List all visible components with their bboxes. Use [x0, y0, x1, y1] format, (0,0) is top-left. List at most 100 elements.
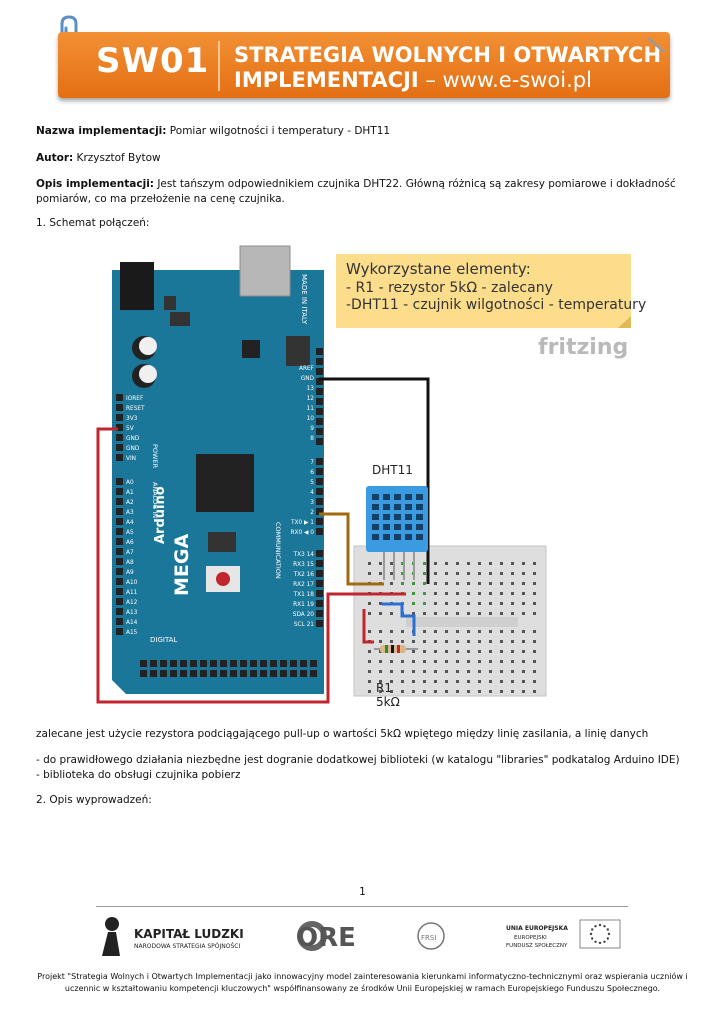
usb-connector	[239, 245, 291, 297]
header-banner: SW01 STRATEGIA WOLNYCH I OTWARTYCH IMPLE…	[58, 32, 670, 100]
note-line-1: - R1 - rezystor 5kΩ - zalecany	[346, 280, 553, 296]
power-pin-label: VIN	[126, 456, 136, 462]
section-heading-2: 2. Opis wyprowadzeń:	[36, 794, 152, 806]
pwm-pin-label: 7	[310, 460, 314, 466]
comm-pin-label: RX3 15	[293, 562, 314, 568]
board-model: MEGA	[171, 534, 193, 596]
footnote: Projekt "Strategia Wolnych i Otwartych I…	[37, 972, 688, 993]
banner-title-line2: IMPLEMENTACJI – www.e-swoi.pl	[234, 68, 592, 92]
analog-pin-label: A12	[126, 600, 138, 606]
analog-pin-label: A14	[126, 620, 138, 626]
pwm-pin-label: 6	[310, 470, 314, 476]
pwm-pin-label: RX0 ◀ 0	[290, 530, 314, 536]
pwm-pin-label: 2	[310, 510, 314, 516]
implementation-name: Nazwa implementacji: Pomiar wilgotności …	[36, 125, 391, 137]
pwm-pin-label: TX0 ▶ 1	[290, 520, 314, 526]
power-label: POWER	[151, 444, 159, 469]
analog-pin-label: A5	[126, 530, 134, 536]
frsi-logo: FRSI	[417, 922, 445, 950]
comm-pin-label: SDA 20	[293, 612, 315, 618]
made-in-label: MADE IN ITALY	[300, 274, 308, 325]
digital-pin-label: 11	[307, 406, 315, 412]
author: Autor: Krzysztof Bytow	[36, 152, 161, 164]
implementation-description: Opis implementacji: Jest tańszym odpowie…	[36, 178, 676, 205]
r1-value: 5kΩ	[376, 695, 400, 709]
svg-text:FUNDUSZ SPOŁECZNY: FUNDUSZ SPOŁECZNY	[506, 943, 568, 949]
pwm-pin-label: 5	[310, 480, 314, 486]
digital-pin-label: GND	[301, 376, 315, 382]
power-pin-label: GND	[126, 446, 140, 452]
svg-text:KAPITAŁ LUDZKI: KAPITAŁ LUDZKI	[134, 927, 244, 941]
analog-pin-label: A15	[126, 630, 138, 636]
wire-red-short	[362, 609, 374, 644]
analog-pin-label: A3	[126, 510, 134, 516]
digital-label: DIGITAL	[150, 636, 177, 644]
analog-pin-label: A0	[126, 480, 134, 486]
note-line-2: -DHT11 - czujnik wilgotności - temperatu…	[346, 297, 646, 313]
pin-icon	[647, 37, 665, 53]
analog-label: ANALOG IN	[151, 482, 159, 518]
resistor-r1: R1 5kΩ	[374, 645, 418, 709]
comm-pin-label: SCL 21	[294, 622, 314, 628]
microcontroller-chip	[196, 454, 254, 512]
note-title: Wykorzystane elementy:	[346, 260, 531, 278]
dht11-sensor: DHT11	[366, 463, 428, 580]
analog-pin-label: A9	[126, 570, 134, 576]
dht11-label: DHT11	[372, 463, 413, 477]
analog-pin-label: A6	[126, 540, 134, 546]
comm-pin-label: TX1 18	[293, 592, 315, 598]
analog-pin-label: A8	[126, 560, 134, 566]
analog-pin-label: A11	[126, 590, 138, 596]
svg-text:EUROPEJSKI: EUROPEJSKI	[514, 935, 547, 941]
power-pin-label: RESET	[126, 406, 145, 412]
analog-pin-label: A7	[126, 550, 134, 556]
ore-logo: ORE	[296, 921, 356, 953]
digital-pin-label: 12	[307, 396, 315, 402]
wire-blue	[382, 602, 416, 636]
footer-divider	[96, 906, 628, 907]
wire-5v	[96, 427, 406, 704]
library-note: - do prawidłowego działania niezbędne je…	[36, 754, 680, 781]
power-pin-label: 5V	[126, 426, 134, 432]
banner-url[interactable]: www.e-swoi.pl	[442, 68, 592, 92]
analog-pin-label: A13	[126, 610, 138, 616]
pwm-pin-label: 4	[310, 490, 314, 496]
wiring-diagram: Wykorzystane elementy: - R1 - rezystor 5…	[96, 244, 646, 709]
power-pin-label: IOREF	[126, 396, 143, 402]
svg-text:ORE: ORE	[296, 923, 356, 953]
digital-pin-label: 8	[310, 436, 314, 442]
wire-data	[319, 512, 384, 586]
sw01-logo: SW01	[96, 41, 210, 81]
analog-pin-label: A10	[126, 580, 138, 586]
digital-pin-label: 13	[307, 386, 315, 392]
power-jack	[120, 262, 154, 310]
svg-text:FRSI: FRSI	[421, 934, 436, 942]
analog-pin-label: A4	[126, 520, 134, 526]
kapital-ludzki-logo: KAPITAŁ LUDZKI NARODOWA STRATEGIA SPÓJNO…	[98, 914, 244, 958]
svg-text:UNIA EUROPEJSKA: UNIA EUROPEJSKA	[506, 925, 568, 932]
analog-pin-label: A1	[126, 490, 134, 496]
analog-pin-label: A2	[126, 500, 134, 506]
eu-logo: UNIA EUROPEJSKA EUROPEJSKI FUNDUSZ SPOŁE…	[506, 919, 621, 949]
r1-label: R1	[376, 681, 392, 695]
comm-pin-label: RX1 19	[293, 602, 314, 608]
svg-text:NARODOWA STRATEGIA SPÓJNOŚCI: NARODOWA STRATEGIA SPÓJNOŚCI	[134, 943, 240, 950]
digital-pin-label: 9	[310, 426, 314, 432]
banner-title-line1: STRATEGIA WOLNYCH I OTWARTYCH	[234, 43, 662, 67]
comm-pin-label: TX2 16	[293, 572, 315, 578]
digital-pin-label: 10	[307, 416, 315, 422]
power-pin-label: 3V3	[126, 416, 138, 422]
footer-logos: KAPITAŁ LUDZKI NARODOWA STRATEGIA SPÓJNO…	[96, 912, 628, 962]
breadboard	[353, 545, 547, 697]
digital-pin-label: AREF	[299, 366, 314, 372]
fritzing-logo: fritzing	[538, 335, 628, 360]
comm-pin-label: RX2 17	[293, 582, 314, 588]
section-heading-1: 1. Schemat połączeń:	[36, 217, 150, 229]
comm-label: COMMUNICATION	[274, 522, 282, 579]
comm-pin-label: TX3 14	[293, 552, 315, 558]
pwm-pin-label: 3	[310, 500, 314, 506]
page-number: 1	[359, 886, 366, 898]
pullup-note: zalecane jest użycie rezystora podciągaj…	[36, 728, 649, 740]
components-note: Wykorzystane elementy: - R1 - rezystor 5…	[336, 254, 646, 328]
board-name: Arduino	[153, 486, 168, 544]
